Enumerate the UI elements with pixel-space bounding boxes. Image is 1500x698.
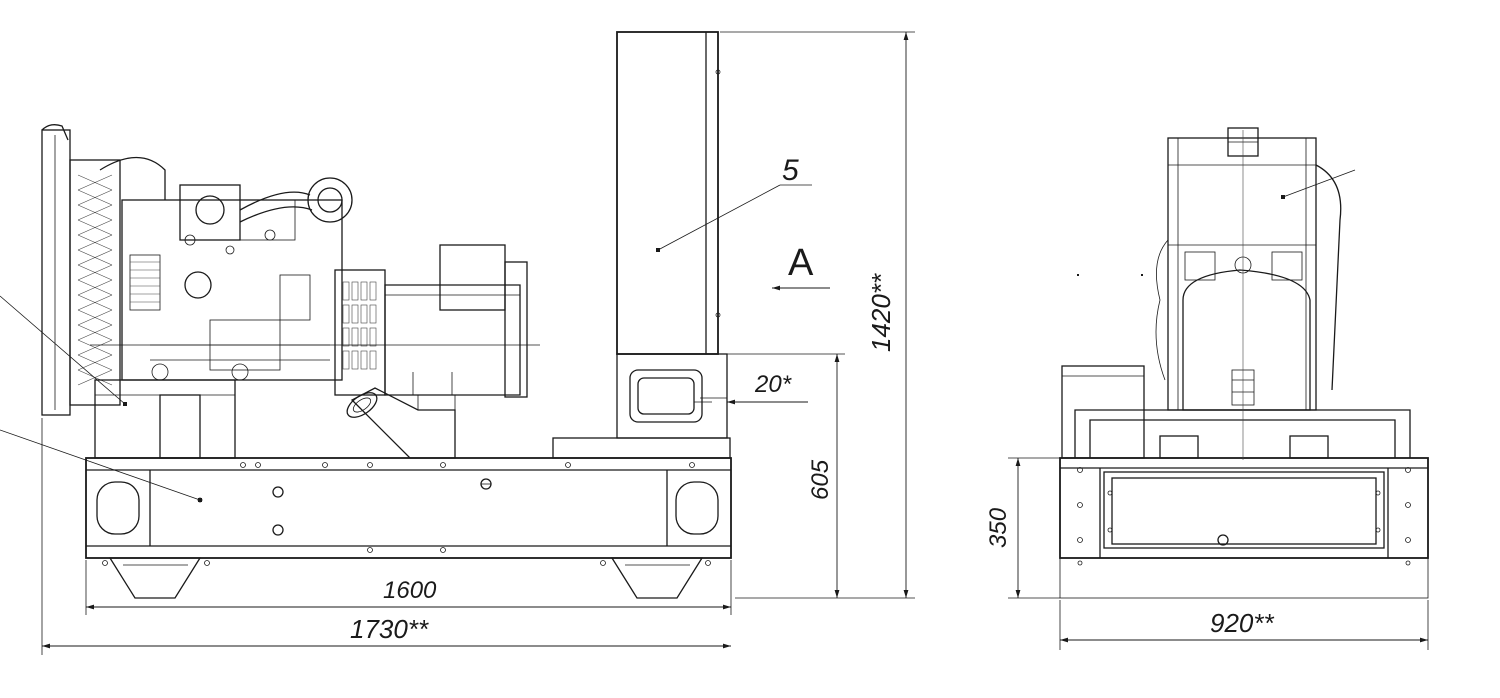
dim-overall-height: 1420** — [866, 273, 896, 352]
base-frame — [85, 457, 732, 599]
side-dimensions — [41, 31, 915, 655]
front-view — [1059, 127, 1429, 599]
engine — [94, 157, 353, 459]
front-base-frame — [1059, 457, 1429, 599]
dim-overall-width: 920** — [1210, 608, 1274, 638]
dim-exhaust-offset: 20* — [754, 371, 792, 398]
dim-frame-length: 1600 — [383, 577, 437, 604]
item-number-label: 5 — [782, 154, 799, 187]
front-supports — [1061, 365, 1411, 459]
front-dimensions — [1008, 457, 1429, 650]
view-a-label: A — [788, 242, 814, 284]
dim-exhaust-height: 605 — [807, 459, 834, 500]
alternator — [90, 244, 540, 398]
side-view — [0, 31, 830, 599]
leaders-front — [1077, 169, 1356, 276]
radiator — [41, 124, 121, 416]
exhaust-pipe — [346, 372, 456, 459]
leaders-side — [0, 184, 812, 502]
dim-overall-length: 1730** — [350, 614, 429, 644]
front-generator-body — [1155, 127, 1342, 460]
dim-frame-height: 350 — [985, 507, 1012, 548]
control-cabinet — [552, 31, 731, 459]
